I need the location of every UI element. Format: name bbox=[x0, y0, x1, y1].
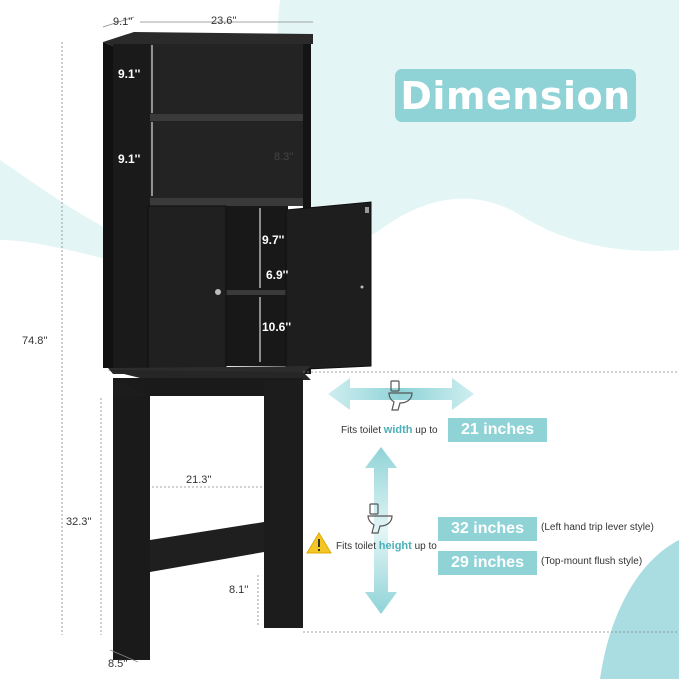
left-side-panel bbox=[103, 42, 113, 368]
middle-shelf bbox=[150, 114, 303, 121]
fit-height-note-1: (Left hand trip lever style) bbox=[541, 522, 654, 533]
dim-leg-height: 32.3'' bbox=[66, 516, 92, 528]
fit-height-value-1: 32 inches bbox=[438, 517, 537, 541]
cabinet bbox=[103, 32, 372, 660]
side-panel bbox=[113, 44, 150, 374]
fit-width-prefix: Fits toilet bbox=[341, 425, 382, 436]
toilet-icon bbox=[388, 380, 413, 411]
right-leg bbox=[264, 380, 303, 628]
left-door-knob bbox=[215, 289, 221, 295]
fit-width-suffix: up to bbox=[415, 425, 438, 436]
left-leg-front bbox=[113, 396, 150, 660]
dim-base-depth: 8.5'' bbox=[108, 658, 128, 670]
cabinet-interior bbox=[225, 206, 288, 366]
fit-height-keyword: height bbox=[378, 540, 412, 552]
dim-total-height: 74.8'' bbox=[22, 335, 48, 347]
fit-height-label: Fits toilet height up to bbox=[336, 540, 437, 552]
double-arrow-icon bbox=[365, 447, 397, 614]
background-blob-left bbox=[0, 160, 110, 260]
fit-width-label: Fits toilet width up to bbox=[341, 424, 438, 436]
top-board bbox=[103, 32, 313, 46]
background-blob-bottom-right bbox=[600, 540, 679, 679]
dim-inner-width: 21.3'' bbox=[186, 474, 212, 486]
dim-depth-top: 9.1'' bbox=[113, 16, 133, 28]
right-door-knob bbox=[360, 285, 364, 289]
dim-shelf-depth: 6.9'' bbox=[266, 268, 289, 282]
dim-shelf-middle-inner: 8.3'' bbox=[274, 151, 294, 163]
stand-top-rail bbox=[108, 370, 311, 380]
cabinet-top-shelf bbox=[150, 198, 303, 206]
background-blob-top bbox=[277, 0, 679, 251]
dim-shelf-middle: 9.1'' bbox=[118, 152, 141, 166]
title-badge: Dimension bbox=[395, 69, 636, 122]
right-door-hinge bbox=[365, 207, 369, 213]
dim-cabinet-upper: 9.7'' bbox=[262, 233, 285, 247]
fit-height-value-2: 29 inches bbox=[438, 551, 537, 575]
left-door bbox=[147, 205, 227, 371]
double-arrow-icon bbox=[328, 378, 474, 410]
stand-front-rail bbox=[113, 378, 303, 396]
dim-bar-height: 8.1'' bbox=[229, 584, 249, 596]
toilet-icon bbox=[367, 503, 393, 534]
fit-height-note-2: (Top-mount flush style) bbox=[541, 556, 643, 567]
dimension-lines bbox=[61, 16, 679, 663]
fit-width-value: 21 inches bbox=[448, 418, 547, 442]
fit-height-suffix: up to bbox=[414, 541, 437, 552]
dim-width-top: 23.6'' bbox=[211, 15, 237, 27]
shelf-dimension-lines bbox=[151, 45, 261, 362]
warning-icon bbox=[306, 532, 332, 554]
fit-height-prefix: Fits toilet bbox=[336, 541, 377, 552]
right-door bbox=[285, 201, 372, 371]
crossbar bbox=[150, 522, 264, 572]
fit-width-keyword: width bbox=[383, 424, 413, 436]
dim-shelf-upper: 9.1'' bbox=[118, 67, 141, 81]
shelf-interior bbox=[150, 44, 303, 204]
dim-cabinet-lower: 10.6'' bbox=[262, 320, 291, 334]
inner-shelf bbox=[225, 290, 288, 295]
